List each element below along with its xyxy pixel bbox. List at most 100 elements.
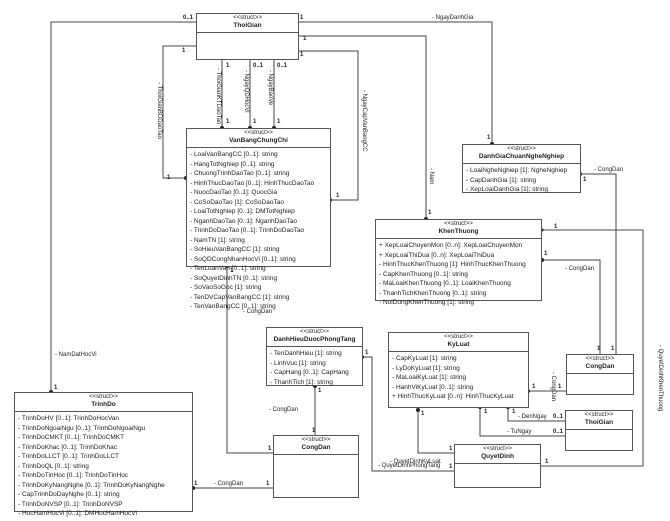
mult: 0..1: [253, 63, 264, 69]
attribute: - LinhVuc [1]: string: [270, 359, 326, 367]
mult: 1: [449, 464, 453, 470]
class-name: TrinhDo: [91, 401, 116, 408]
attribute: - TrinhDoTinHoc [0..1]: TrinhDoTinHoc: [18, 472, 129, 479]
mult: 1: [365, 350, 369, 356]
class-congdan-bottom[interactable]: <<struct>> CongDan: [273, 435, 359, 498]
label-congdan-td: - CongDan: [214, 481, 244, 487]
mult: 1: [597, 346, 601, 352]
attribute: - NuocDaoTao [0..1]: QuocGia: [190, 189, 278, 196]
class-header: <<struct>> QuyetDinh: [455, 445, 540, 464]
attribute: - TrinhDoHV [0..1]: TrinhDoHocVan: [18, 415, 120, 422]
attribute-list: - CapKyLuat [1]: string- LyDoKyLuat [1]:…: [389, 352, 528, 404]
attribute: - SoHieuVanBangCC [1]: string: [190, 246, 280, 253]
class-name: ThoiGian: [584, 419, 614, 426]
attribute: - SoQDCongNhanHocVi [0..1]: string: [190, 255, 296, 263]
attribute: - CoSoDaoTao [1]: CoSoDaoTao: [190, 198, 284, 206]
assoc-ngaycap: [298, 50, 359, 201]
label-tungay: - TuNgay: [507, 429, 532, 435]
attribute-list: - TenDanhHieu [1]: string - LinhVuc [1]: …: [267, 347, 362, 389]
stereotype: <<struct>>: [233, 15, 262, 21]
assoc-congdan-vb2: [226, 440, 274, 454]
class-danhhieuduocphongtang[interactable]: <<struct>> DanhHieuDuocPhongTang - TenDa…: [266, 327, 363, 386]
class-name: ThoiGian: [233, 22, 262, 29]
attribute: - HangTotNghiep [0..1]: string: [190, 160, 275, 168]
mult: 1: [428, 210, 432, 216]
mult: 1: [554, 224, 558, 230]
assoc-qd-phongtang: [362, 356, 454, 472]
attribute: - CapHang [0..1]: CapHang: [270, 369, 349, 376]
attribute: - CapKyLuat [1]: string: [392, 355, 457, 362]
stereotype: <<struct>>: [301, 437, 331, 443]
assoc-congdan-kt: [542, 259, 601, 354]
attribute: - TenDanhHieu [1]: string: [270, 350, 342, 357]
attribute-list: - TrinhDoHV [0..1]: TrinhDoHocVan - Trinh…: [15, 412, 192, 521]
mult: 1: [226, 63, 230, 69]
stereotype: <<struct>>: [507, 146, 536, 152]
stereotype: <<struct>>: [89, 394, 118, 400]
mult: 1: [611, 346, 615, 352]
assoc-congdan-dg: [580, 173, 617, 354]
attribute: - TrinhDoKyNangNghe [0..1]: TrinhDoKyNan…: [18, 481, 165, 489]
class-name: CongDan: [301, 444, 331, 451]
label-congdan-dg: - CongDan: [594, 167, 624, 173]
mult: 1: [318, 388, 322, 394]
class-thoigian-top[interactable]: <<struct>> ThoiGian: [196, 13, 299, 60]
attribute: - HanhViKyLuat [0..1]: string: [392, 383, 474, 391]
attribute: - TrinhDoDaoTao [0..1]: TrinhDoDaoTao: [190, 227, 305, 234]
attribute: - TrinhDoKhac [0..1]: TrinhDoKhac: [18, 443, 117, 451]
class-thoigian-right[interactable]: <<struct>> ThoiGian: [565, 410, 633, 451]
class-header: <<struct>> KyLuat: [389, 333, 528, 352]
assoc-namdathocvi: [50, 21, 196, 392]
class-header: <<struct>> CongDan: [274, 436, 358, 455]
mult: 1: [512, 409, 516, 415]
assoc-tungay: [479, 407, 565, 437]
mult: 0..1: [553, 414, 564, 420]
mult: 0..1: [553, 429, 564, 435]
attribute-list: - LoaiVanBangCC [0..1]: string - HangTotN…: [187, 148, 330, 314]
label-congdan-kl: - CongDan: [550, 372, 556, 402]
attribute: - TenVanBangCC [0..1]: string: [190, 303, 276, 310]
attribute: + XepLoaiThiDua [0..n]: XepLoaiThiDua: [379, 251, 495, 259]
assoc-ngaydanhgia: [298, 21, 493, 144]
mult: 1: [421, 411, 425, 417]
label-ngaydanhgia: - NgayDanhGia: [432, 15, 474, 21]
attribute: - NoiDungKhenThuong [1]: string: [379, 299, 475, 306]
mult: 1: [230, 268, 234, 274]
stereotype: <<struct>>: [585, 356, 615, 362]
class-trinhdo[interactable]: <<struct>> TrinhDo - TrinhDoHV [0..1]: T…: [14, 392, 193, 517]
attribute: - SoVaoSoGoc [1]: string: [190, 284, 262, 291]
attribute: - MaLoaiKhenThuong [0..1]: LoaiKhenThuon…: [379, 280, 511, 287]
attribute: - TrinhDoLLCT [0..1]: TrinhDoLLCT: [18, 453, 120, 460]
class-name: KhenThuong: [438, 228, 479, 235]
class-header: <<struct>> KhenThuong: [376, 220, 541, 239]
stereotype: <<struct>>: [483, 446, 512, 452]
class-header: <<struct>> DanhHieuDuocPhongTang: [267, 328, 362, 347]
class-name: QuyetDinh: [481, 453, 514, 460]
class-header: <<struct>> DanhGiaChuanNgheNghiep: [463, 145, 580, 164]
attribute: - HinhThucDaoTao [0..1]: HinhThucDaoTao: [190, 179, 315, 187]
class-name: VanBangChungChi: [229, 137, 288, 144]
mult: 1: [545, 459, 549, 465]
mult: 0..1: [277, 63, 288, 69]
attribute: - TenLuanVan [0..1]: string: [190, 265, 266, 272]
class-vanbangchungchi[interactable]: <<struct>> VanBangChungChi - LoaiVanBang…: [186, 128, 331, 310]
mult: 0..1: [183, 15, 194, 21]
mult: 1: [532, 384, 536, 390]
attribute: - CapTrinhDoDayNghe [0..1]: string: [18, 491, 120, 498]
mult: 1: [449, 446, 453, 452]
attribute: + HinhThucKyLuat [0..n]: HinhThucKyLuat: [392, 393, 514, 400]
mult: 1: [268, 446, 272, 452]
class-quyetdinh[interactable]: <<struct>> QuyetDinh: [454, 444, 541, 488]
class-name: DanhHieuDuocPhongTang: [273, 336, 356, 343]
class-danhgiachuannghenghiep[interactable]: <<struct>> DanhGiaChuanNgheNghiep - Loai…: [462, 144, 581, 193]
mult: 1: [544, 251, 548, 257]
label-congdan-vb: - CongDan: [243, 309, 273, 315]
attribute: - TrinhDoCMKT [0..1]: TrinhDoCMKT: [18, 434, 125, 441]
class-congdan-right[interactable]: <<struct>> CongDan: [566, 354, 634, 395]
label-congdan-dh: - CongDan: [269, 407, 299, 413]
class-khenthuong[interactable]: <<struct>> KhenThuong + XepLoaiChuyenMon…: [375, 219, 542, 306]
attribute: - MaLoaiKyLuat [1]: string: [392, 374, 467, 381]
class-kyluat[interactable]: <<struct>> KyLuat - CapKyLuat [1]: strin…: [388, 332, 529, 408]
attribute: - LoaiVanBangCC [0..1]: string: [190, 151, 278, 158]
label-namdathocvi: - NamDatHocVi: [55, 352, 97, 358]
